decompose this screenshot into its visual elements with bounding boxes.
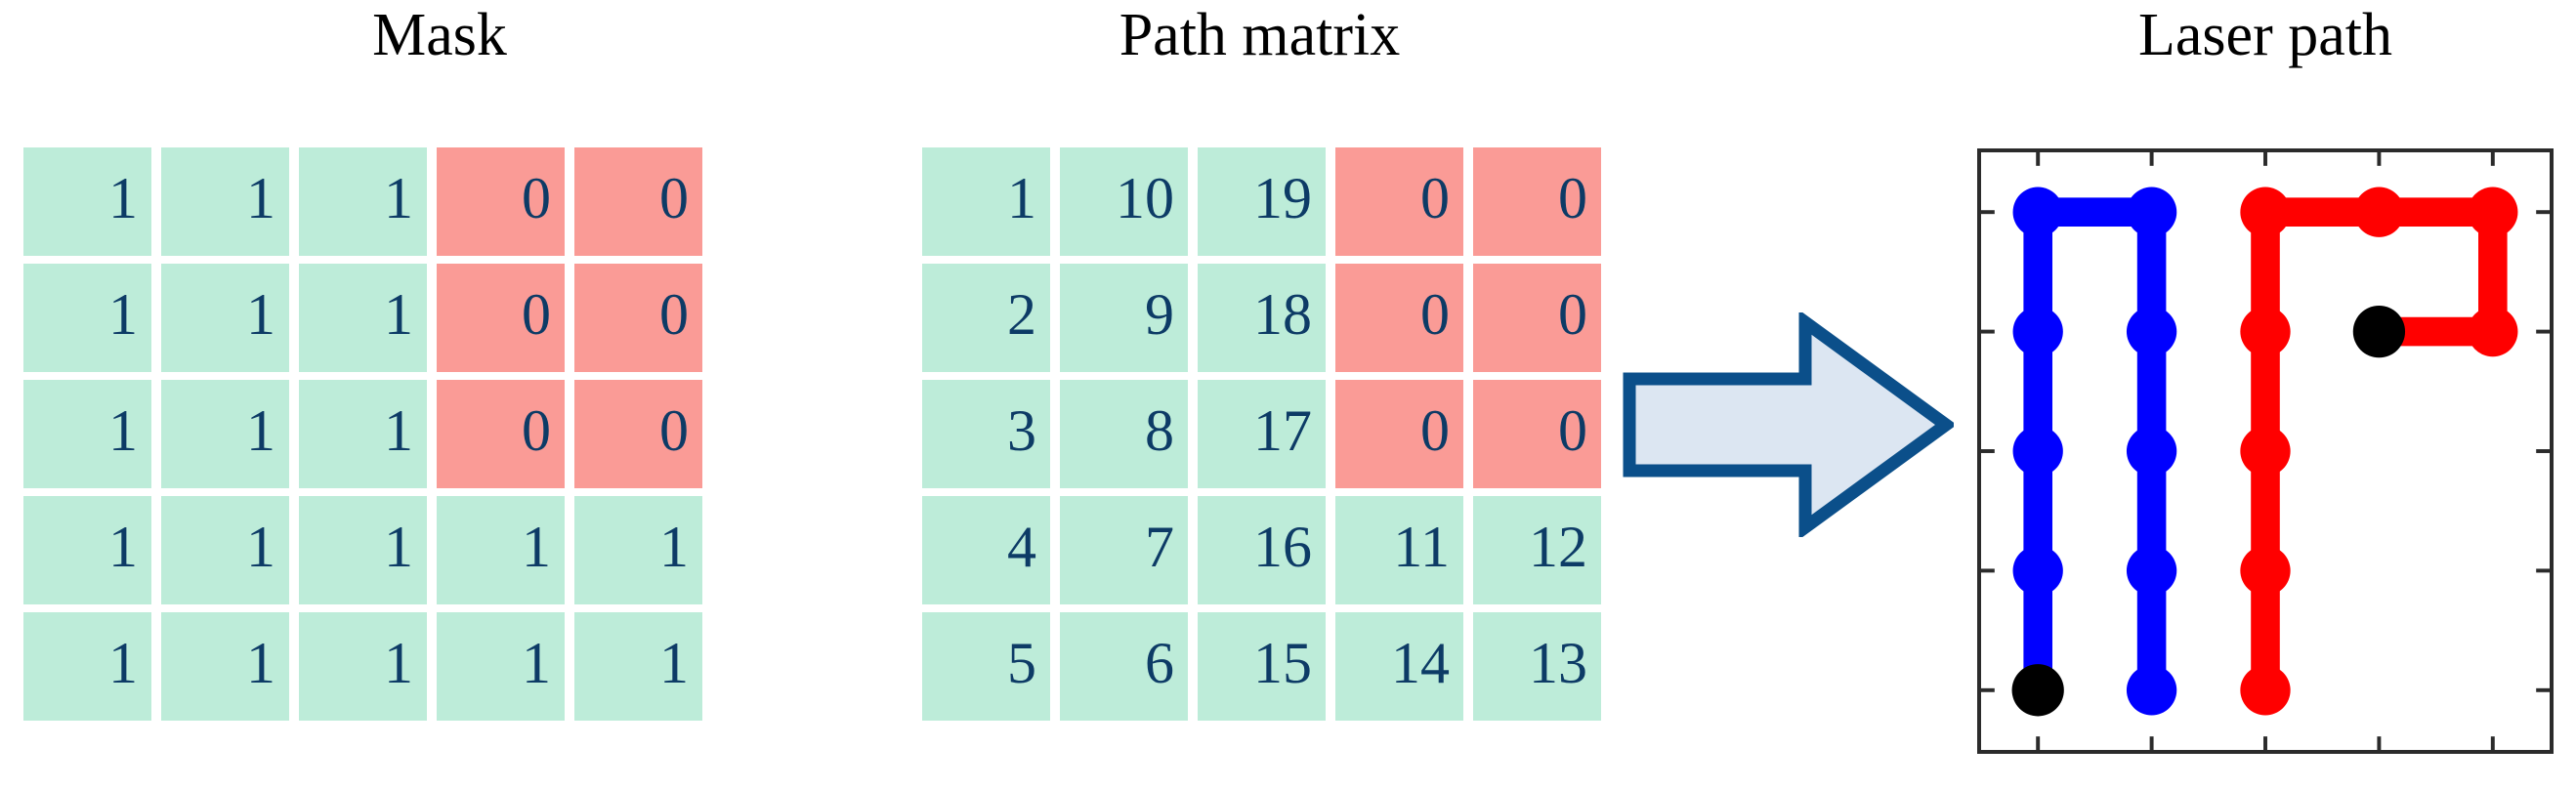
grid-cell: 1 xyxy=(23,264,151,372)
grid-cell: 1 xyxy=(161,264,289,372)
right-arrow-icon xyxy=(1623,312,1954,537)
grid-cell: 0 xyxy=(1473,147,1601,256)
grid-cell: 13 xyxy=(1473,612,1601,721)
grid-cell: 0 xyxy=(1335,380,1463,488)
grid-cell: 1 xyxy=(23,496,151,604)
grid-cell: 18 xyxy=(1198,264,1326,372)
grid-cell: 9 xyxy=(1060,264,1188,372)
grid-cell: 1 xyxy=(161,380,289,488)
grid-cell: 1 xyxy=(161,612,289,721)
grid-cell: 1 xyxy=(574,612,702,721)
laser-path-marker xyxy=(2126,426,2177,477)
grid-cell: 12 xyxy=(1473,496,1601,604)
grid-cell: 3 xyxy=(922,380,1050,488)
laser-path-marker xyxy=(2012,187,2063,237)
laser-path-marker xyxy=(2353,187,2405,237)
grid-cell: 1 xyxy=(437,496,565,604)
laser-path-marker xyxy=(2126,306,2177,357)
start-marker-blue xyxy=(2011,664,2064,717)
grid-cell: 10 xyxy=(1060,147,1188,256)
grid-cell: 0 xyxy=(574,264,702,372)
laser-path-marker xyxy=(2240,426,2291,477)
laser-path-marker xyxy=(2012,545,2063,597)
grid-cell: 1 xyxy=(161,147,289,256)
grid-cell: 2 xyxy=(922,264,1050,372)
start-marker-red xyxy=(2352,305,2406,358)
grid-cell: 0 xyxy=(1335,264,1463,372)
laser-path-marker xyxy=(2468,306,2518,357)
grid-cell: 8 xyxy=(1060,380,1188,488)
grid-cell: 1 xyxy=(23,612,151,721)
grid-cell: 1 xyxy=(299,496,427,604)
grid-cell: 0 xyxy=(574,147,702,256)
laser-path-marker xyxy=(2012,306,2063,357)
laser-path-marker xyxy=(2012,426,2063,477)
grid-cell: 1 xyxy=(922,147,1050,256)
grid-cell: 1 xyxy=(437,612,565,721)
grid-cell: 4 xyxy=(922,496,1050,604)
grid-cell: 5 xyxy=(922,612,1050,721)
laser-path-marker xyxy=(2126,665,2177,716)
grid-cell: 1 xyxy=(299,264,427,372)
laser-path-axes xyxy=(1977,148,2554,754)
grid-cell: 0 xyxy=(574,380,702,488)
grid-cell: 15 xyxy=(1198,612,1326,721)
grid-cell: 0 xyxy=(1473,380,1601,488)
grid-cell: 1 xyxy=(23,147,151,256)
grid-cell: 1 xyxy=(299,380,427,488)
grid-cell: 11 xyxy=(1335,496,1463,604)
grid-cell: 1 xyxy=(299,147,427,256)
laser-path-marker xyxy=(2240,187,2291,237)
page-title-path-matrix: Path matrix xyxy=(1119,2,1401,68)
panel-laser-path: Laser path xyxy=(1915,0,2576,789)
laser-path-marker xyxy=(2240,665,2291,716)
laser-path-marker xyxy=(2240,306,2291,357)
grid-cell: 16 xyxy=(1198,496,1326,604)
page-title-mask: Mask xyxy=(372,2,507,68)
grid-cell: 0 xyxy=(437,264,565,372)
grid-cell: 0 xyxy=(1473,264,1601,372)
grid-cell: 1 xyxy=(23,380,151,488)
grid-cell: 1 xyxy=(161,496,289,604)
grid-cell: 1 xyxy=(299,612,427,721)
laser-path-marker xyxy=(2126,545,2177,597)
laser-path-plot xyxy=(1981,152,2550,750)
laser-path-marker xyxy=(2126,187,2177,237)
page-title-laser-path: Laser path xyxy=(2138,2,2392,68)
laser-path-marker xyxy=(2240,545,2291,597)
grid-cell: 0 xyxy=(437,147,565,256)
laser-path-line xyxy=(2023,197,2167,705)
grid-cell: 14 xyxy=(1335,612,1463,721)
grid-cell: 17 xyxy=(1198,380,1326,488)
grid-cell: 19 xyxy=(1198,147,1326,256)
laser-path-line xyxy=(2251,197,2508,705)
grid-cell: 6 xyxy=(1060,612,1188,721)
grid-cell: 0 xyxy=(1335,147,1463,256)
grid-cell: 7 xyxy=(1060,496,1188,604)
grid-cell: 1 xyxy=(574,496,702,604)
grid-cell: 0 xyxy=(437,380,565,488)
laser-path-marker xyxy=(2468,187,2518,237)
